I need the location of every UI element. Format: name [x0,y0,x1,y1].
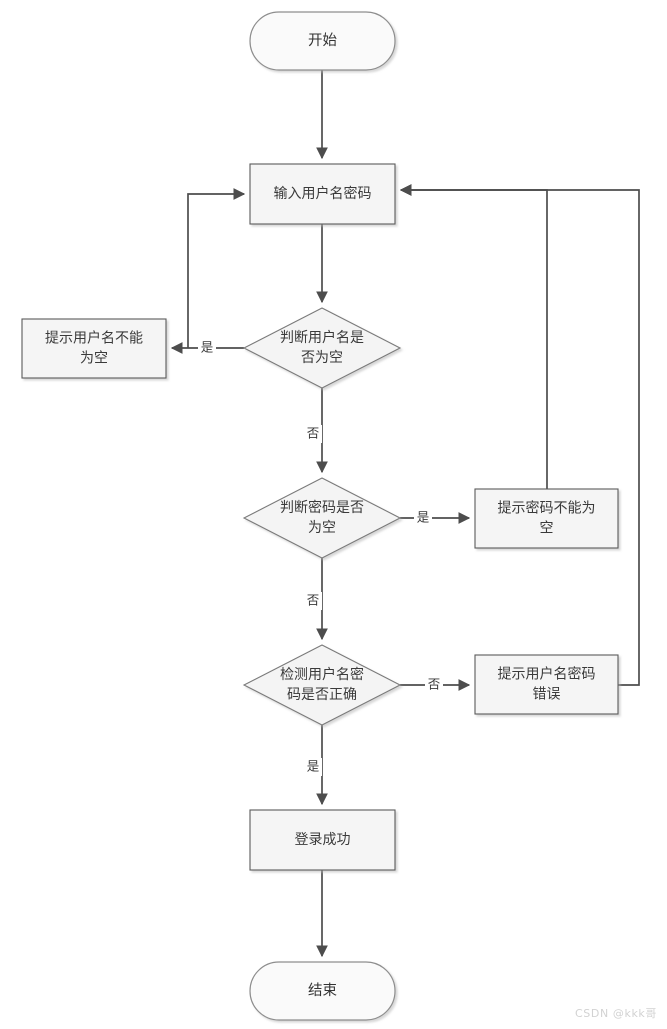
edge-label-backing [304,592,322,610]
node-label: 提示密码不能为空 [498,500,596,537]
node-label: 判断密码是否为空 [280,499,364,536]
edge-label-backing [414,509,432,527]
edge-label-backing [198,339,216,357]
csdn-watermark: CSDN @kkk哥 [575,1007,657,1020]
process-shape [21,318,167,379]
flow-node-check_password_empty[interactable]: 判断密码是否为空 [242,477,402,559]
node-label: 开始 [308,32,337,49]
flow-node-check_credentials[interactable]: 检测用户名密码是否正确 [242,644,402,726]
node-label: 判断用户名是否为空 [280,329,364,366]
edge-label-backing [304,758,322,776]
flow-node-end[interactable]: 结束 [249,961,396,1021]
flow-edge [399,184,548,489]
edge-label-backing [304,425,322,443]
edge-label-backing [425,676,443,694]
decision-shape [242,644,402,726]
node-label: 输入用户名密码 [274,185,372,202]
decision-shape [242,477,402,559]
node-label: 提示用户名不能为空 [45,330,143,367]
flow-node-warn_password_empty[interactable]: 提示密码不能为空 [474,488,619,549]
flow-edge [399,184,640,686]
edge-label: 是 [417,510,430,525]
edge-label: 否 [428,677,441,692]
process-shape [474,488,619,549]
node-label: 登录成功 [295,832,351,848]
decision-shape [242,307,402,389]
flow-node-login_success[interactable]: 登录成功 [249,809,396,871]
node-label: 检测用户名密码是否正确 [280,666,364,703]
flow-node-warn_username_empty[interactable]: 提示用户名不能为空 [21,318,167,379]
process-shape [249,163,396,225]
flow-edge [187,188,246,348]
edge-label: 否 [307,426,320,441]
flow-node-start[interactable]: 开始 [249,11,396,71]
process-shape [249,809,396,871]
node-label: 结束 [308,982,337,999]
edge-label: 否 [307,593,320,608]
terminator-shape [249,961,396,1021]
flow-node-input[interactable]: 输入用户名密码 [249,163,396,225]
process-shape [474,654,619,715]
terminator-shape [249,11,396,71]
flow-node-check_username_empty[interactable]: 判断用户名是否为空 [242,307,402,389]
edge-label: 是 [307,759,320,774]
edge-label: 是 [201,340,214,355]
flow-node-warn_credentials_wrong[interactable]: 提示用户名密码错误 [474,654,619,715]
node-label: 提示用户名密码错误 [498,666,596,703]
